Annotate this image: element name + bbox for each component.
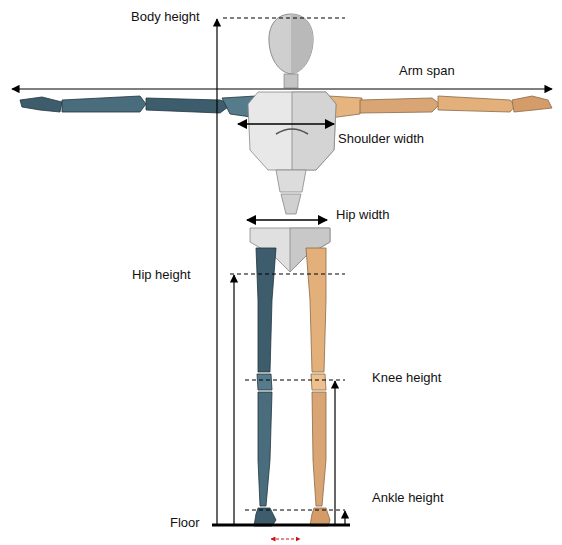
measurement-label: Knee height	[372, 371, 441, 385]
right-arm	[328, 96, 552, 118]
head	[269, 14, 313, 88]
measurement-label: Ankle height	[372, 491, 444, 505]
measurement-label: Arm span	[399, 64, 455, 78]
measurement-label: Body height	[131, 10, 200, 24]
left-arm	[20, 96, 258, 118]
measurement-label: Shoulder width	[338, 132, 424, 146]
measurement-label: Hip width	[336, 208, 389, 222]
torso	[248, 92, 336, 214]
left-leg	[254, 248, 276, 526]
right-leg	[306, 248, 330, 526]
measurement-label: Hip height	[132, 268, 191, 282]
measurement-label: Floor	[170, 516, 200, 530]
measurement-lines	[12, 18, 552, 539]
